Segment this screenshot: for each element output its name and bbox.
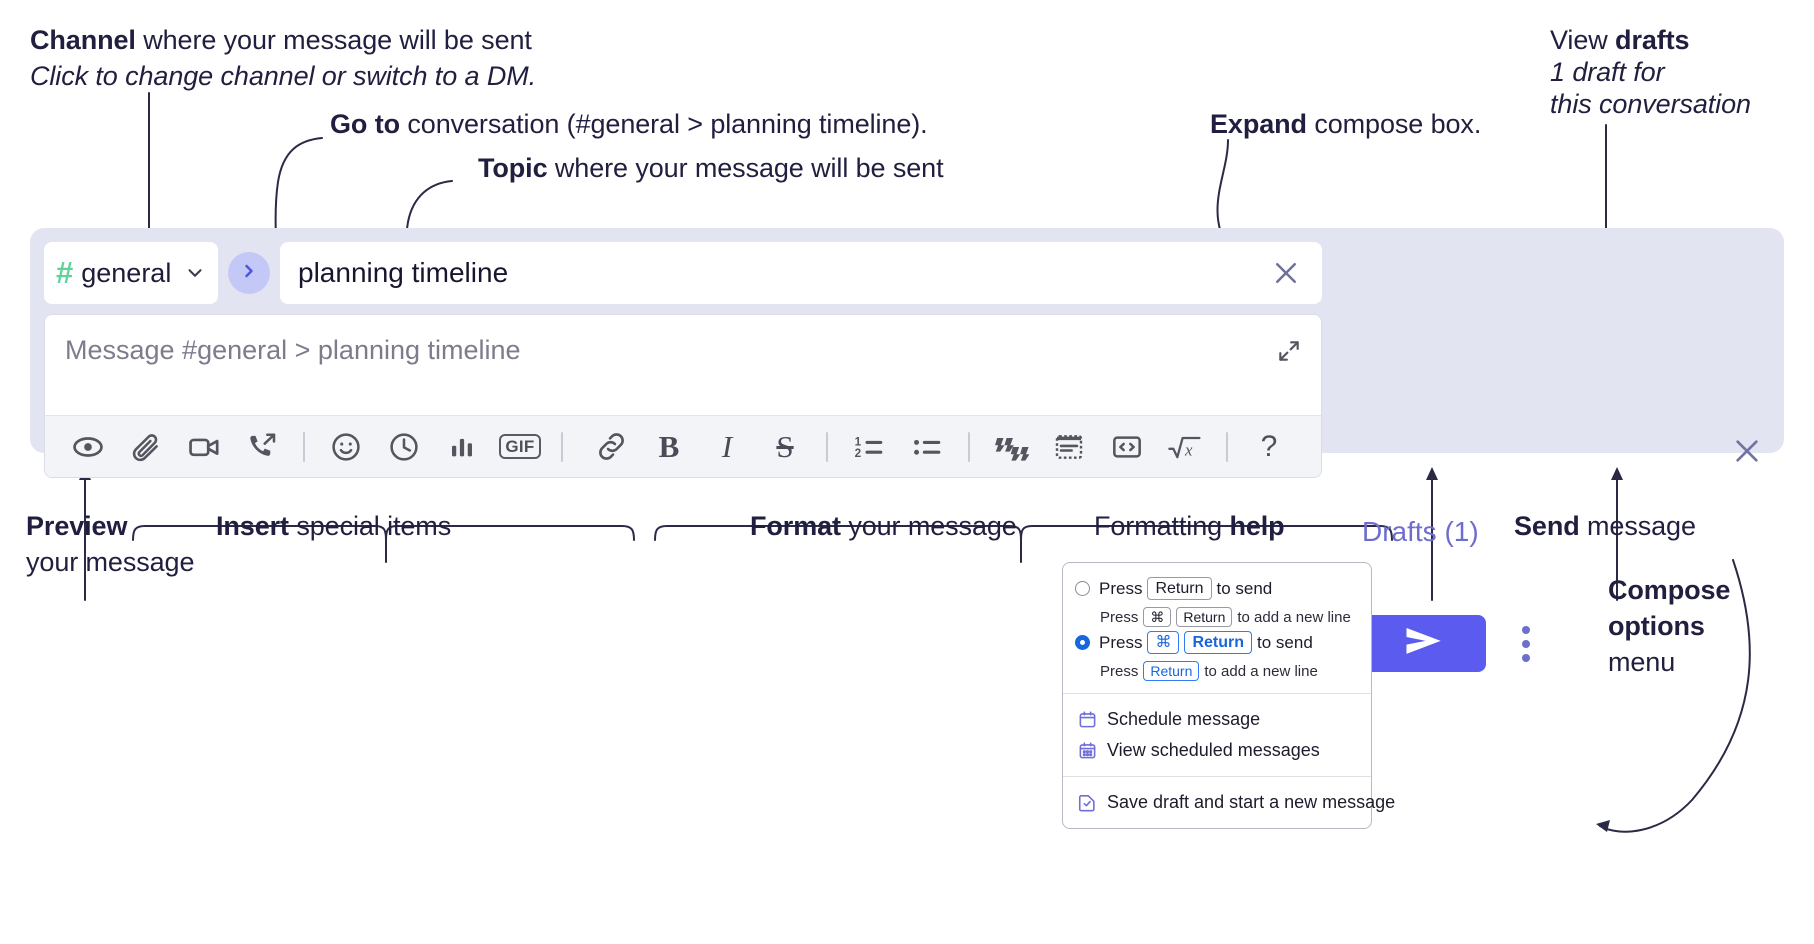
key-chip: ⌘ [1147,631,1180,654]
kebab-menu-icon [1522,626,1530,634]
annotation-compose-options-line3: menu [1608,647,1676,677]
radio-tail-label: to send [1257,632,1313,652]
menu-item-save-draft[interactable]: Save draft and start a new message [1075,787,1395,818]
close-icon [1731,435,1763,472]
topic-field[interactable]: planning timeline [280,242,1322,304]
calendar-icon [1077,710,1097,730]
radio-tail-label: to send [1216,578,1273,598]
hash-icon: # [56,254,74,290]
annotation-drafts-line2: 1 draft for [1550,57,1665,87]
annotation-channel-title: Channel where your message will be sent [30,25,532,55]
save-draft-icon [1077,793,1097,813]
menu-item-label: Save draft and start a new message [1107,792,1396,812]
svg-text:2: 2 [855,446,862,459]
key-chip: Return [1143,661,1200,681]
compose-options-button[interactable] [1512,620,1540,668]
annotation-preview-line1: Preview [26,511,128,541]
schedule-group: Schedule message View scheduled messages [1063,693,1371,776]
menu-radio-option[interactable]: Press Return to send [1075,577,1359,600]
send-icon [1402,626,1446,661]
channel-name-label: general [81,257,172,288]
preview-icon[interactable] [64,423,112,471]
radio-button[interactable] [1075,581,1090,596]
radio-press-label: Press [1099,632,1143,652]
toolbar-divider [826,431,828,462]
gif-icon[interactable]: GIF [496,423,544,471]
radio-button[interactable] [1075,635,1090,650]
annotation-compose-options-line1: Compose [1608,575,1731,605]
toolbar-divider [968,431,970,462]
annotation-format: Format your message [750,511,1017,541]
link-icon[interactable] [587,423,635,471]
clock-icon[interactable] [380,423,428,471]
blockquote-icon[interactable] [987,423,1035,471]
menu-item-label: View scheduled messages [1107,740,1320,760]
key-chip: Return [1184,631,1253,654]
message-placeholder: Message #general > planning timeline [65,335,521,365]
menu-item-schedule-message[interactable]: Schedule message [1075,704,1359,735]
calendar-grid-icon [1077,741,1097,761]
svg-text:1: 1 [855,435,862,448]
drafts-link[interactable]: Drafts (1) [1362,516,1479,547]
annotation-goto: Go to conversation (#general > planning … [330,109,928,139]
annotation-expand: Expand compose box. [1210,109,1482,139]
annotation-send: Send message [1514,511,1696,541]
code-block-icon[interactable] [1045,423,1093,471]
channel-selector[interactable]: # general [44,242,218,304]
annotation-preview-line2: your message [26,547,195,577]
bulleted-list-icon[interactable] [903,423,951,471]
annotation-drafts-line3: this conversation [1550,89,1751,119]
expand-icon[interactable] [1271,333,1307,369]
poll-icon[interactable] [438,423,486,471]
toolbar-divider [1226,431,1228,462]
svg-text:x: x [1184,440,1193,459]
toolbar-divider [561,431,563,462]
italic-icon[interactable]: I [721,429,733,464]
math-icon[interactable]: x [1161,423,1209,471]
ordered-list-icon[interactable]: 1 2 [845,423,893,471]
menu-radio-option-selected[interactable]: Press ⌘ Return to send [1075,631,1359,654]
key-chip: ⌘ [1143,607,1172,627]
close-compose-button[interactable] [1727,433,1767,473]
topic-clear-button[interactable] [1266,253,1306,293]
key-chip: Return [1176,607,1233,627]
compose-header-row: # general planning timeline [44,242,1322,304]
menu-radio-subtext: Press ⌘ Return to add a new line [1100,607,1351,627]
bold-icon[interactable]: B [658,429,680,464]
goto-conversation-button[interactable] [228,252,270,294]
radio-press-label: Press [1099,578,1143,598]
annotation-topic: Topic where your message will be sent [478,153,944,183]
chevron-right-icon [239,261,259,286]
annotation-insert: Insert special items [216,511,452,541]
attachment-icon[interactable] [122,423,170,471]
menu-item-view-scheduled-messages[interactable]: View scheduled messages [1075,735,1359,766]
toolbar-divider [303,431,305,462]
annotation-formatting-help: Formatting help [1094,511,1285,541]
message-editor: Message #general > planning timeline [44,314,1322,478]
draft-group: Save draft and start a new message [1063,776,1395,828]
compose-box: # general planning timeline [30,228,1784,672]
annotation-channel-subtitle: Click to change channel or switch to a D… [30,61,537,91]
code-icon[interactable] [1103,423,1151,471]
send-button[interactable] [1362,615,1486,672]
video-clip-icon[interactable] [180,423,228,471]
audio-clip-icon[interactable] [238,423,286,471]
formatting-toolbar: GIF B I S [45,415,1321,477]
annotation-drafts-title: View drafts [1550,25,1690,55]
menu-item-label: Schedule message [1107,709,1261,729]
chevron-down-icon [184,262,206,284]
strikethrough-icon[interactable]: S [776,429,794,464]
menu-radio-subtext: Press Return to add a new line [1100,661,1318,681]
help-icon[interactable]: ? [1260,429,1278,463]
message-input[interactable]: Message #general > planning timeline [45,315,1321,415]
key-chip: Return [1147,577,1212,600]
compose-main-column: # general planning timeline [44,242,1322,478]
topic-input[interactable]: planning timeline [298,257,509,288]
emoji-icon[interactable] [322,423,370,471]
send-shortcut-options: Press Return to send Press ⌘ Return to a… [1063,563,1371,693]
compose-options-menu: Press Return to send Press ⌘ Return to a… [1062,562,1395,829]
annotation-compose-options-line2: options [1608,611,1705,641]
